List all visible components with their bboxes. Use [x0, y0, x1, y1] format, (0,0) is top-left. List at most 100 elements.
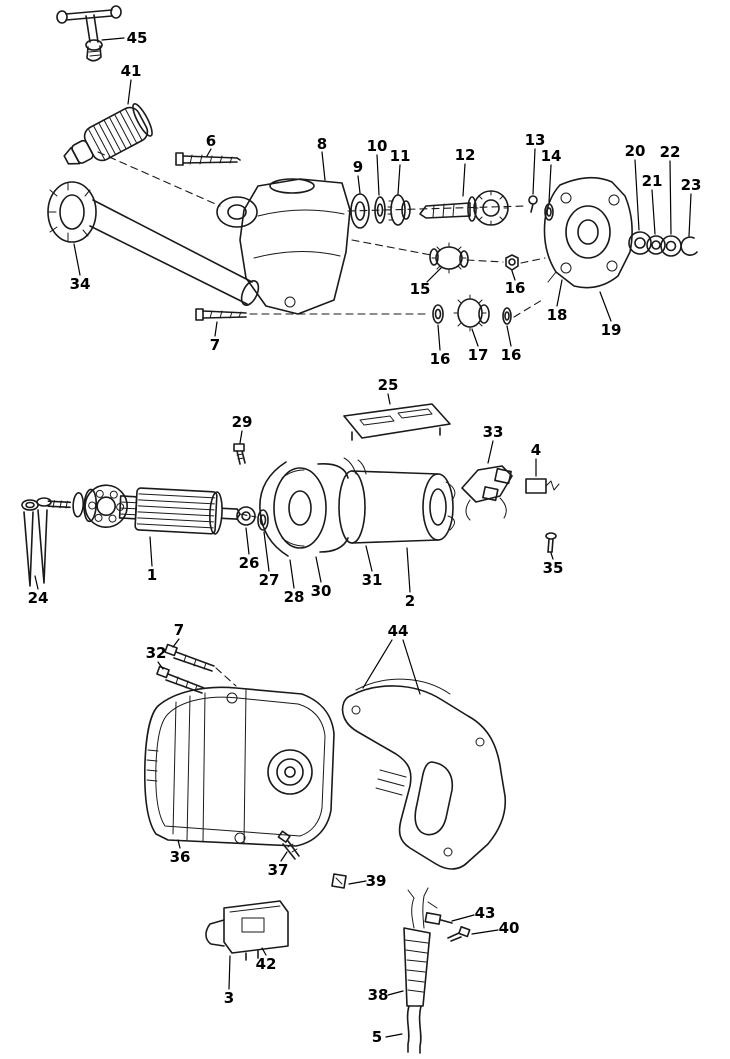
callout-leader-44-38 [402, 639, 421, 695]
part-label-16-22: 16 [501, 346, 522, 364]
gear-housing-drawing [216, 178, 351, 315]
gear-case-drawing [543, 176, 633, 289]
part-label-9-4: 9 [353, 158, 363, 176]
callout-leader-11-6 [397, 164, 401, 195]
screw-37-drawing [277, 830, 300, 860]
callout-leader-9-4 [357, 175, 361, 194]
motor-housing-drawing [143, 686, 335, 847]
screw-32-drawing [156, 665, 205, 694]
bearing-26-drawing [236, 506, 256, 526]
callout-leader-13-8 [532, 148, 536, 195]
part-label-11-6: 11 [390, 147, 411, 165]
retaining-ring-23-drawing [680, 236, 698, 256]
cord-protector-drawing [403, 887, 438, 1007]
part-label-12-7: 12 [455, 146, 476, 164]
part-label-7-15: 7 [210, 336, 220, 354]
part-label-22-12: 22 [660, 143, 681, 161]
part-label-4-26: 4 [531, 441, 541, 459]
pin-24-drawing [21, 497, 52, 587]
part-label-26-29: 26 [239, 554, 260, 572]
callout-leader-2-34 [406, 547, 411, 593]
callout-leader-7-15 [214, 321, 218, 337]
part-label-2-34: 2 [405, 592, 415, 610]
callout-leader-31-33 [365, 545, 373, 572]
part-label-28-31: 28 [284, 588, 305, 606]
washer-22-drawing [660, 235, 682, 257]
callout-leader-25-23 [387, 393, 391, 405]
callout-leader-16-17 [511, 270, 516, 281]
part-label-36-39: 36 [170, 848, 191, 866]
brush-plate-drawing [343, 403, 451, 441]
callout-leader-39-41 [348, 880, 367, 885]
callout-leader-29-24 [239, 430, 243, 444]
part-label-32-37: 32 [146, 644, 167, 662]
gear-15-drawing [429, 242, 469, 274]
washer-10-drawing [374, 196, 386, 224]
nut-16-drawing [505, 254, 519, 271]
brush-holder-drawing [461, 465, 513, 521]
part-label-24-27: 24 [28, 589, 49, 607]
callout-leader-14-9 [548, 164, 552, 203]
part-label-1-28: 1 [147, 566, 157, 584]
part-label-10-5: 10 [367, 137, 388, 155]
callout-leader-12-7 [462, 163, 466, 197]
axis-construction-lines [97, 151, 546, 687]
part-label-34-14: 34 [70, 275, 91, 293]
washer-16b-drawing [432, 304, 444, 324]
callout-leader-10-5 [376, 154, 380, 196]
callout-leader-35-35 [550, 552, 554, 560]
part-label-5-47: 5 [372, 1028, 382, 1046]
spindle-drawing [419, 190, 509, 226]
screw-7-top-drawing [195, 308, 247, 321]
callout-leader-36-39 [177, 839, 181, 849]
callout-leader-17-21 [471, 328, 479, 347]
bearing-9-drawing [350, 193, 370, 229]
switch-drawing [205, 900, 289, 961]
callout-leader-8-3 [321, 151, 326, 181]
part-label-43-44: 43 [475, 904, 496, 922]
screw-40-drawing [447, 926, 471, 942]
callout-leader-3-42 [228, 955, 231, 990]
washer-21-drawing [646, 235, 666, 255]
callout-leader-18-18 [556, 279, 563, 307]
carbon-brush-drawing [525, 478, 560, 494]
chuck-drawing [63, 103, 153, 165]
part-label-17-21: 17 [468, 346, 489, 364]
part-label-16-17: 16 [505, 279, 526, 297]
part-label-25-23: 25 [378, 376, 399, 394]
callout-leader-21-11 [651, 189, 656, 235]
part-label-29-24: 29 [232, 413, 253, 431]
callout-leader-32-37 [157, 661, 164, 670]
callout-leader-16-22 [506, 325, 512, 347]
part-label-14-9: 14 [541, 147, 562, 165]
callout-leader-24-27 [34, 575, 39, 590]
part-label-23-13: 23 [681, 176, 702, 194]
part-label-37-40: 37 [268, 861, 289, 879]
callout-leader-1-28 [149, 536, 153, 567]
terminal-43-drawing [424, 912, 453, 925]
part-label-7-36: 7 [174, 621, 184, 639]
armature-drawing [47, 484, 241, 535]
callout-leader-43-44 [451, 914, 475, 922]
clip-39-drawing [331, 873, 347, 889]
callout-leader-45-0 [101, 37, 125, 41]
side-handle-drawing [47, 181, 260, 306]
callout-leader-44-38 [362, 639, 393, 689]
part-label-20-10: 20 [625, 142, 646, 160]
field-stator-drawing [338, 457, 456, 544]
callout-leader-22-12 [669, 160, 672, 235]
part-label-3-42: 3 [224, 989, 234, 1007]
callout-leader-42-43 [261, 947, 267, 956]
part-label-13-8: 13 [525, 131, 546, 149]
callout-leader-37-40 [280, 851, 288, 862]
callout-leader-41-1 [127, 79, 132, 105]
part-label-15-16: 15 [410, 280, 431, 298]
callout-leader-33-25 [487, 440, 494, 464]
callout-leader-16-20 [437, 324, 441, 351]
callout-leader-6-2 [206, 148, 212, 157]
fan-baffle-drawing [259, 461, 349, 557]
part-label-27-30: 27 [259, 571, 280, 589]
